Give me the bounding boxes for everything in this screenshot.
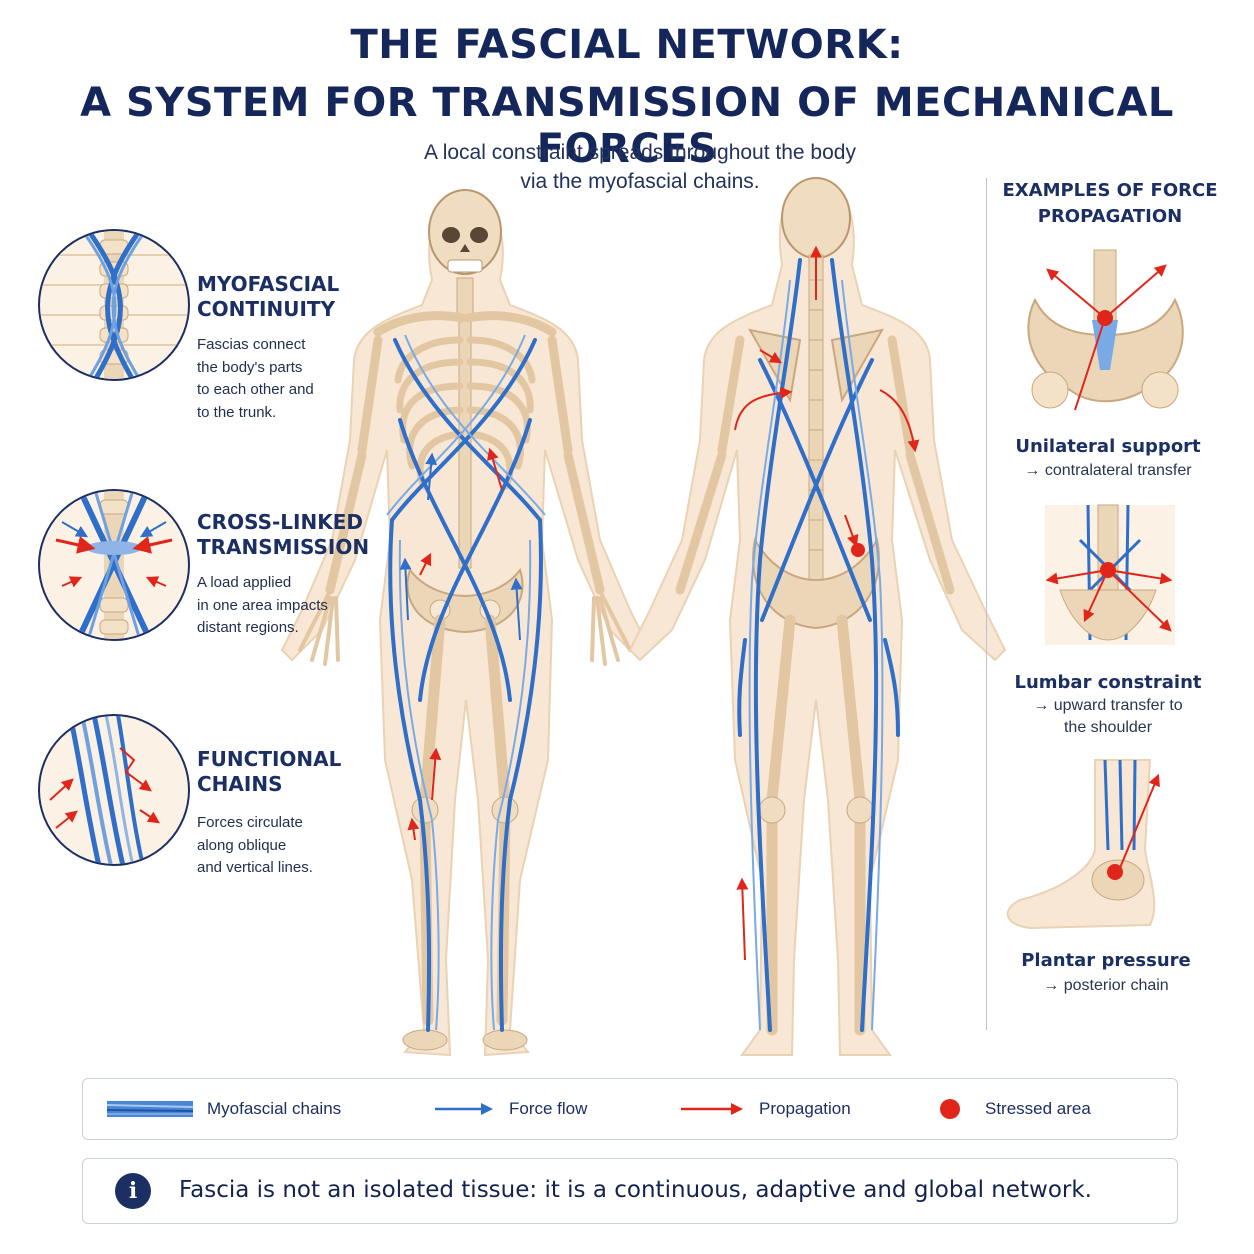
info-icon: i [115,1173,151,1209]
cross-linked-text: A load applied in one area impacts dista… [197,572,328,640]
example-sub-plantar: → posterior chain [996,975,1216,997]
front-skeleton [280,189,652,1057]
example-title-plantar: Plantar pressure [1021,950,1191,971]
continuity-text-line4: to the trunk. [197,403,277,421]
legend-label-flow: Force flow [509,1099,588,1118]
page-title: THE FASCIAL NETWORK: [350,22,904,68]
example-sub-plantar-line1: → posterior chain [1043,977,1169,994]
example-sub-lumbar-line2: the shoulder [1063,719,1153,736]
functional-chains-circle [38,714,190,866]
continuity-title-line1: MYOFASCIAL [197,272,340,296]
example-sub-lumbar-line1: → upward transfer to [1033,697,1183,714]
functional-chains-text-line2: along oblique [197,836,287,854]
legend: Myofascial chains Force flow Propagation… [82,1078,1178,1140]
continuity-text-line2: the body's parts [197,358,303,376]
continuity-circle [38,229,190,381]
legend-label-propagation: Propagation [759,1099,851,1118]
legend-item-flow: Force flow [433,1079,587,1139]
subtitle: A local constraint spreads throughout th… [380,138,900,196]
cross-linked-title-line1: CROSS-LINKED [197,510,363,534]
continuity-title: MYOFASCIAL CONTINUITY [197,272,339,322]
example-sub-lumbar: → upward transfer to the shoulder [998,695,1218,739]
info-text: Fascia is not an isolated tissue: it is … [179,1177,1092,1203]
example-title-lumbar: Lumbar constraint [1014,672,1202,693]
blue-arrow-icon [435,1103,493,1115]
subtitle-line2: via the myofascial chains. [520,170,760,193]
functional-chains-text-line1: Forces circulate [197,814,303,831]
example-lumbar [1045,504,1175,645]
continuity-text-line1: Fascias connect [197,336,306,353]
continuity-text: Fascias connect the body's parts to each… [197,334,314,424]
info-banner: i Fascia is not an isolated tissue: it i… [82,1158,1178,1224]
cross-linked-title: CROSS-LINKED TRANSMISSION [197,510,369,560]
legend-item-chains: Myofascial chains [107,1079,341,1139]
example-sub-unilateral: → contralateral transfer [998,460,1218,482]
legend-label-stressed: Stressed area [985,1099,1091,1118]
functional-chains-text-line3: and vertical lines. [197,859,313,876]
back-skeleton [628,177,1007,1056]
continuity-text-line3: to each other and [197,381,314,398]
examples-heading-line2: PROPAGATION [1037,206,1183,227]
subtitle-line1: A local constraint spreads throughout th… [424,141,856,164]
example-sub-unilateral-line1: → contralateral transfer [1024,462,1192,479]
functional-chains-title-line1: FUNCTIONAL [197,747,342,771]
cross-linked-circle [38,489,190,641]
cross-linked-text-line3: distant regions. [197,619,299,636]
divider [986,178,987,1030]
examples-heading-line1: EXAMPLES OF FORCE [1002,180,1218,201]
fascia-band-icon [107,1101,193,1117]
red-dot-icon [940,1099,960,1119]
legend-label-chains: Myofascial chains [207,1099,342,1118]
example-foot [1006,759,1160,930]
cross-linked-title-line2: TRANSMISSION [197,535,370,559]
example-pelvis [1027,249,1184,411]
continuity-title-line2: CONTINUITY [197,297,336,321]
legend-item-stressed: Stressed area [939,1079,1091,1139]
example-title-unilateral: Unilateral support [1015,436,1201,457]
legend-item-propagation: Propagation [679,1079,851,1139]
functional-chains-title: FUNCTIONAL CHAINS [197,747,341,797]
examples-heading: EXAMPLES OF FORCE PROPAGATION [1000,178,1220,230]
functional-chains-title-line2: CHAINS [197,772,283,796]
cross-linked-text-line1: A load applied [197,574,292,591]
functional-chains-text: Forces circulate along oblique and verti… [197,812,313,880]
page-title-line2: A SYSTEM FOR TRANSMISSION OF MECHANICAL … [80,80,1174,172]
cross-linked-text-line2: in one area impacts [197,596,328,614]
red-arrow-icon [681,1103,743,1115]
